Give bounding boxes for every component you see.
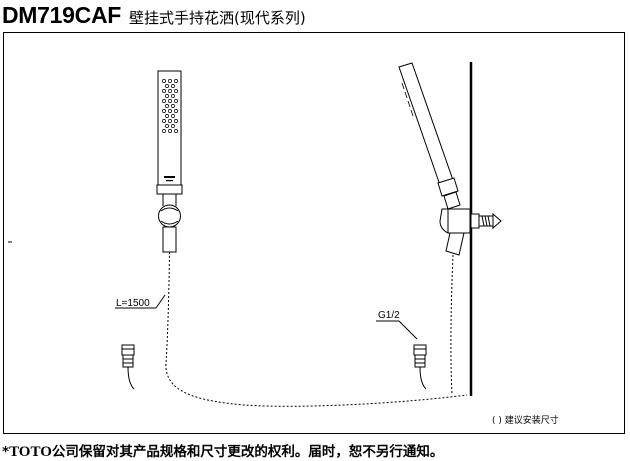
- footer-bullet: *: [2, 444, 10, 460]
- side-hose-outlet: [445, 232, 465, 256]
- product-name: 壁挂式手持花洒(现代系列): [129, 9, 306, 27]
- model-code: DM719CAF: [2, 2, 122, 28]
- footer-brand: TOTO: [9, 444, 52, 460]
- drawing-frame: L=1500: [3, 32, 625, 434]
- front-nozzle-pattern: [162, 79, 178, 133]
- title-row: DM719CAF 壁挂式手持花洒(现代系列): [2, 2, 306, 30]
- thread-label: G1/2: [378, 310, 400, 321]
- side-wall-fitting: [470, 212, 502, 230]
- side-collar: [437, 177, 459, 197]
- side-nozzle-edge: [401, 82, 414, 117]
- side-view: [376, 62, 502, 396]
- front-view: [115, 70, 468, 407]
- front-collar: [156, 184, 183, 195]
- thread-arrow: [398, 320, 418, 340]
- front-holder-arc-bottom: [160, 220, 179, 225]
- side-neck: [443, 191, 461, 210]
- front-logo-submark: [166, 180, 173, 182]
- front-hose: [165, 251, 468, 407]
- side-hose: [450, 254, 454, 396]
- front-shower-head: [157, 70, 182, 186]
- footer-disclaimer: *TOTO公司保留对其产品规格和尺寸更改的权利。届时，恕不另行通知。: [2, 440, 443, 461]
- side-wall-holder: [439, 208, 471, 234]
- hose-length-label: L=1500: [116, 298, 150, 309]
- install-dimension-legend: ( ) 建议安装尺寸: [492, 414, 559, 426]
- side-shower-head: [398, 62, 455, 189]
- side-hose-nut: [413, 344, 427, 390]
- front-hose-connector: [162, 226, 177, 253]
- front-holder-arc-top: [160, 207, 179, 212]
- front-logo-mark: [164, 176, 175, 178]
- footer-note-text: 公司保留对其产品规格和尺寸更改的权利。届时，恕不另行通知。: [51, 444, 444, 460]
- technical-drawing: L=1500: [8, 62, 559, 426]
- hose-length-arrow: [155, 294, 166, 309]
- front-hose-nut: [121, 344, 135, 390]
